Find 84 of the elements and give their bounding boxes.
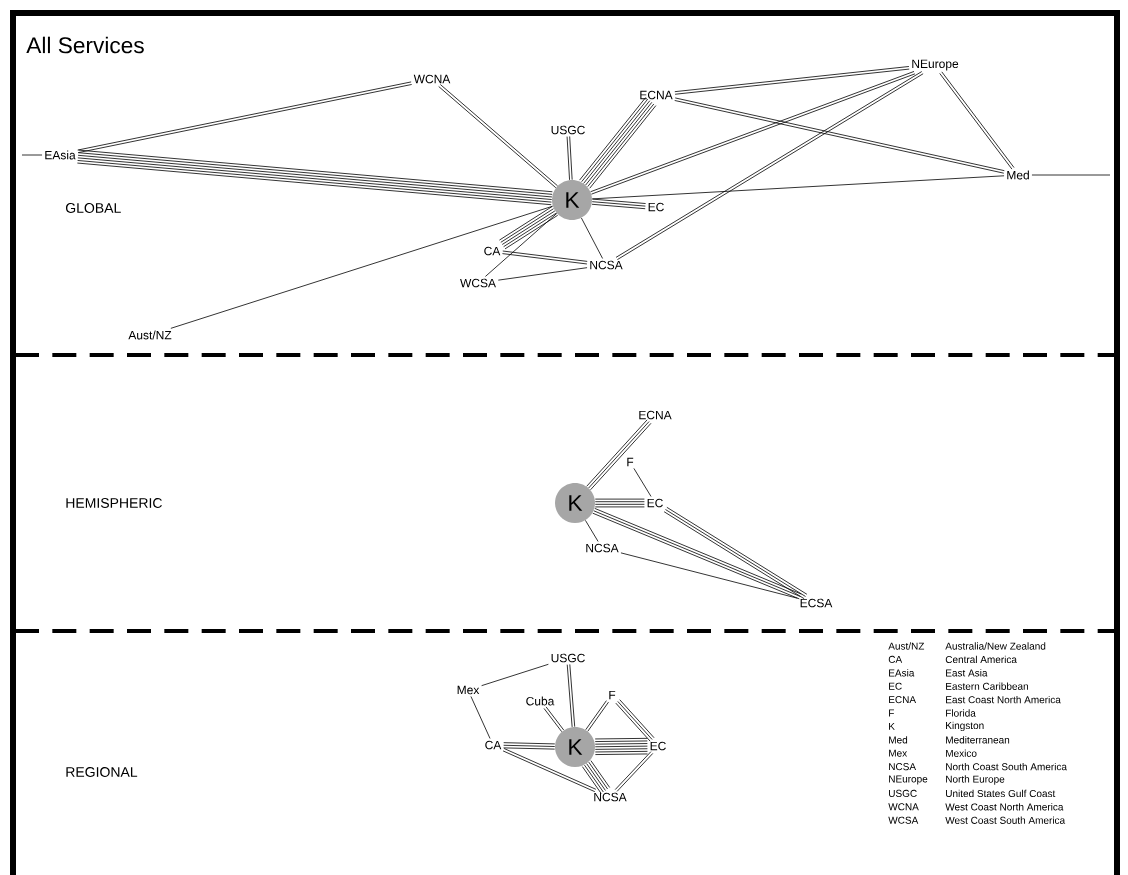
route-line — [591, 203, 646, 210]
legend-abbreviation: Aust/NZ — [888, 642, 925, 650]
route-line — [594, 750, 648, 753]
legend-abbreviation: NCSA — [889, 763, 917, 771]
port-label: EC — [650, 741, 666, 751]
legend-abbreviation: EC — [889, 682, 902, 690]
legend-description: West Coast North America — [945, 803, 1064, 811]
route-line — [591, 201, 646, 207]
port-label: ECSA — [800, 598, 833, 608]
port-label: Med — [1007, 170, 1029, 180]
legend-description: West Coast South America — [945, 816, 1066, 824]
legend-description: Florida — [946, 709, 976, 717]
route-line — [594, 737, 648, 740]
legend-description: North Coast South America — [946, 762, 1067, 771]
route-line — [170, 205, 554, 329]
route-line — [21, 154, 43, 156]
port-label: ECNA — [639, 410, 672, 420]
port-label: Aust/NZ — [128, 330, 172, 340]
port-label: CA — [484, 246, 501, 256]
route-line — [594, 498, 645, 500]
legend-abbreviation: Med — [889, 736, 908, 744]
legend-abbreviation: WCNA — [888, 803, 919, 811]
route-line — [503, 747, 556, 750]
section-label: REGIONAL — [66, 767, 138, 777]
legend-abbreviation: K — [889, 722, 895, 730]
route-line — [594, 748, 648, 750]
legend-abbreviation: NEurope — [889, 775, 928, 785]
port-label: USGC — [551, 653, 585, 663]
route-line — [591, 175, 1005, 200]
legend-description: Mediterranean — [946, 736, 1010, 744]
route-line — [481, 663, 549, 687]
port-label: Cuba — [526, 696, 555, 706]
legend-description: East Coast North America — [946, 695, 1061, 704]
port-label: CA — [485, 740, 502, 750]
title: All Services — [26, 36, 144, 54]
route-line — [620, 552, 798, 599]
route-line — [594, 745, 648, 748]
port-label: Mex — [457, 685, 480, 695]
route-line — [1031, 174, 1111, 176]
route-line — [585, 520, 599, 542]
legend-abbreviation: ECNA — [889, 696, 917, 704]
route-line — [470, 696, 491, 739]
route-line — [569, 136, 573, 181]
port-label: EC — [648, 202, 664, 212]
legend-description: Mexico — [946, 749, 977, 757]
route-line — [497, 267, 588, 281]
port-label: EAsia — [45, 150, 76, 160]
port-label: EC — [647, 498, 663, 508]
legend-abbreviation: Mex — [889, 749, 908, 757]
legend-description: Central America — [945, 655, 1017, 664]
legend-abbreviation: F — [889, 709, 894, 717]
legend-abbreviation: WCSA — [888, 816, 919, 824]
legend-description: Eastern Caribbean — [946, 682, 1028, 690]
route-line — [566, 136, 570, 181]
port-label: USGC — [551, 125, 585, 135]
route-line — [569, 664, 576, 728]
port-label: NCSA — [594, 792, 627, 802]
port-label: WCNA — [413, 74, 451, 84]
legend-description: United States Gulf Coast — [946, 789, 1056, 798]
route-line — [594, 506, 645, 508]
route-line — [594, 740, 648, 742]
port-label: NEurope — [912, 59, 959, 71]
route-line — [594, 743, 648, 745]
legend-abbreviation: EAsia — [889, 669, 915, 677]
route-line — [594, 753, 648, 755]
route-line — [485, 213, 558, 277]
legend-description: Kingston — [946, 721, 984, 732]
port-label: F — [609, 690, 616, 700]
legend-description: East Asia — [946, 669, 988, 677]
route-line — [592, 198, 646, 204]
section-label: GLOBAL — [66, 203, 121, 213]
legend-description: North Europe — [946, 775, 1005, 785]
legend-description: Australia/New Zealand — [945, 642, 1046, 650]
port-label: NCSA — [590, 260, 623, 270]
port-label: F — [627, 457, 634, 467]
port-label: ECNA — [640, 90, 673, 100]
section-label: HEMISPHERIC — [66, 498, 162, 508]
route-line — [581, 217, 603, 259]
legend-abbreviation: CA — [888, 655, 903, 663]
legend-abbreviation: USGC — [889, 789, 917, 797]
port-label: WCSA — [460, 278, 496, 288]
port-label: NCSA — [586, 543, 619, 553]
route-line — [566, 664, 573, 728]
route-line — [633, 468, 652, 497]
